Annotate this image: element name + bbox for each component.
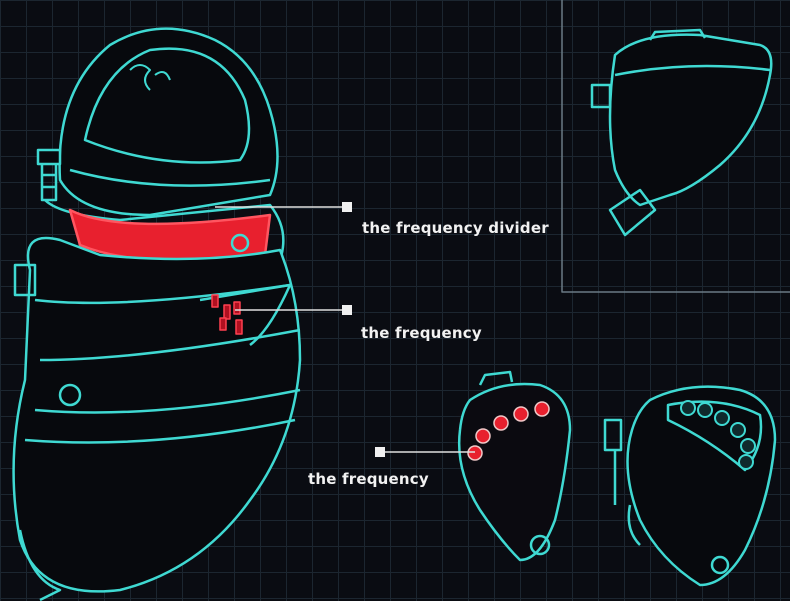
label-frequency-divider: the frequency divider	[362, 219, 549, 237]
driver-dots-front	[467, 401, 550, 461]
driver-pins	[211, 294, 243, 335]
label-frequency-middle: the frequency	[361, 324, 482, 342]
earphone-front-view	[445, 370, 572, 562]
inset-frame	[561, 0, 790, 293]
callout-markers	[342, 202, 385, 457]
inset-earphone-side-view	[590, 28, 773, 237]
label-frequency-bottom: the frequency	[308, 470, 429, 488]
driver-rings-back	[680, 400, 756, 470]
earphone-back-view	[603, 385, 777, 587]
callout-lines	[215, 206, 475, 453]
main-earphone-exploded	[12, 27, 302, 601]
